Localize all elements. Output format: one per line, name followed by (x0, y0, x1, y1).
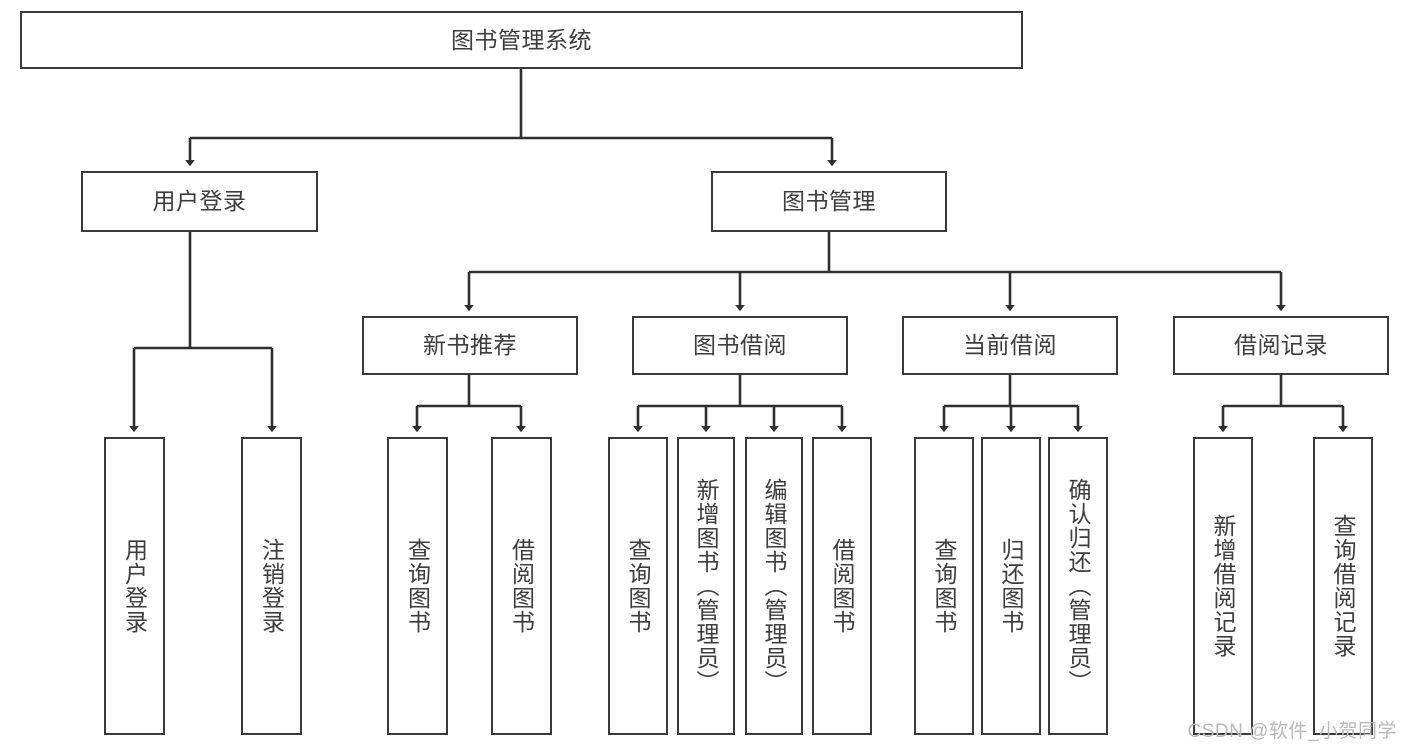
leaf-add-record[interactable]: 新增借阅记录 (1193, 437, 1253, 735)
leaf-label: 查询图书 (404, 538, 431, 634)
leaf-label: 确认归还（管理员） (1065, 478, 1092, 694)
leaf-query-book-2[interactable]: 查询图书 (608, 437, 668, 735)
leaf-query-book-3[interactable]: 查询图书 (914, 437, 974, 735)
leaf-label: 查询图书 (625, 538, 652, 634)
leaf-label: 查询图书 (931, 538, 958, 634)
node-borrow-record[interactable]: 借阅记录 (1173, 316, 1389, 375)
node-user-login[interactable]: 用户登录 (81, 171, 318, 232)
leaf-query-record[interactable]: 查询借阅记录 (1313, 437, 1373, 735)
leaf-add-book[interactable]: 新增图书（管理员） (677, 437, 735, 735)
leaf-label: 新增图书（管理员） (693, 478, 720, 694)
leaf-confirm-return[interactable]: 确认归还（管理员） (1048, 437, 1108, 735)
node-root-system[interactable]: 图书管理系统 (20, 11, 1023, 69)
leaf-label: 借阅图书 (829, 538, 856, 634)
leaf-label: 用户登录 (121, 538, 148, 634)
leaf-label: 归还图书 (998, 538, 1025, 634)
node-current-borrow[interactable]: 当前借阅 (902, 316, 1118, 375)
leaf-query-book-1[interactable]: 查询图书 (387, 437, 448, 735)
leaf-edit-book[interactable]: 编辑图书（管理员） (745, 437, 803, 735)
leaf-label: 注销登录 (258, 538, 285, 634)
leaf-user-logout[interactable]: 注销登录 (241, 437, 302, 735)
leaf-label: 新增借阅记录 (1210, 514, 1237, 658)
leaf-return-book[interactable]: 归还图书 (981, 437, 1041, 735)
leaf-borrow-book-2[interactable]: 借阅图书 (812, 437, 872, 735)
leaf-user-login[interactable]: 用户登录 (104, 437, 165, 735)
leaf-label: 查询借阅记录 (1330, 514, 1357, 658)
leaf-label: 编辑图书（管理员） (761, 478, 788, 694)
leaf-borrow-book-1[interactable]: 借阅图书 (491, 437, 552, 735)
node-new-book-recommend[interactable]: 新书推荐 (362, 316, 578, 375)
leaf-label: 借阅图书 (508, 538, 535, 634)
csdn-watermark: CSDN @软件_小贺同学 (1187, 721, 1397, 742)
node-book-manage[interactable]: 图书管理 (711, 171, 947, 232)
node-book-borrow[interactable]: 图书借阅 (632, 316, 848, 375)
